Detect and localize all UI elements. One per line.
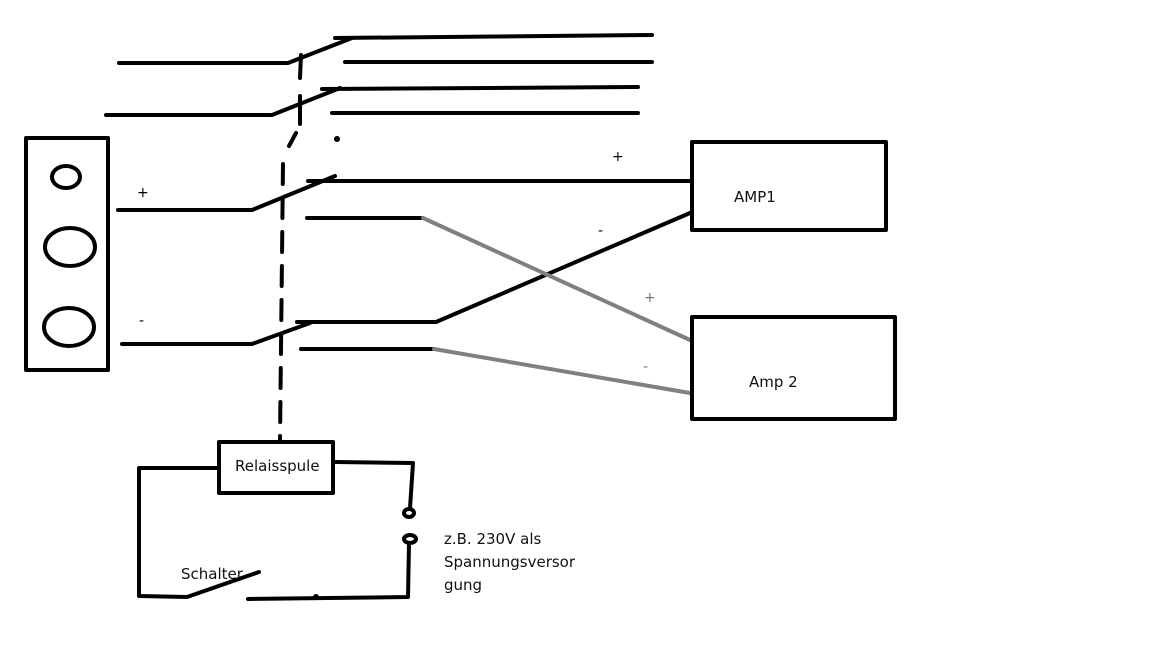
amp1-plus-label: + — [612, 149, 624, 165]
amp2-label: Amp 2 — [749, 373, 798, 391]
minus-switch-pole — [120, 211, 692, 351]
amp1-label: AMP1 — [734, 188, 776, 206]
jack-small-icon — [50, 164, 82, 190]
relay-linkage-dashed — [278, 53, 303, 442]
amp2-plus-label: + — [644, 290, 656, 306]
amp2-plus-wire — [421, 216, 692, 342]
amp1-box — [690, 140, 888, 232]
supply-terminal-icon — [402, 533, 418, 545]
coil-right-wire — [333, 460, 415, 510]
jack-large-icon — [43, 226, 97, 268]
jack-large-icon — [42, 306, 96, 348]
supply-label-line2: Spannungsversor — [444, 553, 576, 571]
supply-label-line3: gung — [444, 576, 482, 594]
amp2-minus-wire — [432, 347, 692, 395]
plus-switch-pole — [116, 174, 692, 220]
amp1-minus-label: - — [598, 223, 603, 239]
contact-dot — [334, 136, 340, 142]
relay-coil-label: Relaisspule — [235, 457, 320, 475]
supply-label-line1: z.B. 230V als — [444, 530, 541, 548]
input-plus-label: + — [137, 185, 149, 201]
coil-bottom-wire — [246, 542, 411, 601]
relay-coil-box — [217, 440, 335, 495]
amp2-minus-label: - — [643, 359, 648, 375]
junction-dot — [313, 594, 319, 600]
upper-switch-pole-1 — [117, 33, 654, 65]
upper-switch-pole-2 — [104, 85, 640, 117]
switch-label: Schalter — [181, 565, 244, 583]
amp2-box — [690, 315, 897, 421]
input-minus-label: - — [139, 313, 144, 329]
signal-source-connector — [24, 136, 110, 372]
coil-left-wire — [137, 466, 261, 599]
supply-terminal-icon — [402, 507, 416, 519]
